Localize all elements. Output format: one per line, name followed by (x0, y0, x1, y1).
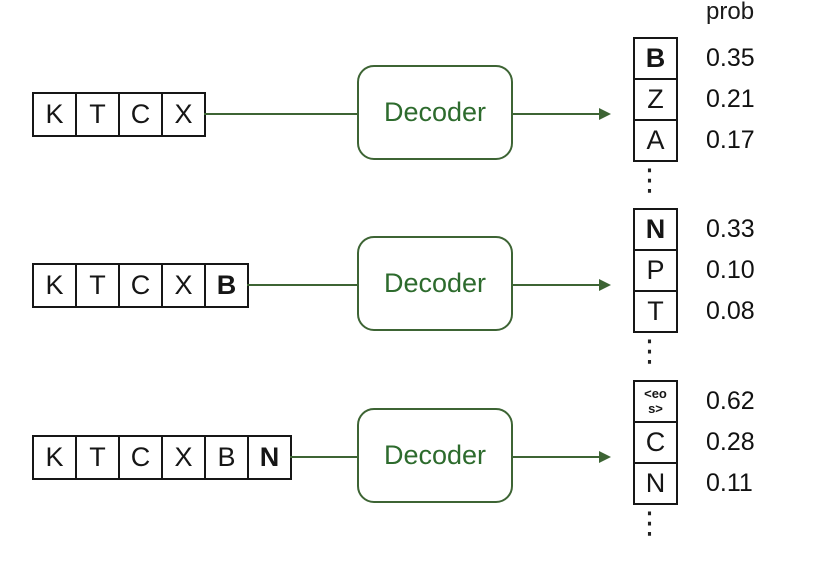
input-token-sequence: K T C X (32, 92, 206, 137)
output-token-cell: C (633, 421, 678, 464)
prob-value: 0.35 (706, 44, 755, 72)
prob-values: 0.62 0.28 0.11 (706, 380, 755, 505)
input-token-cell: K (32, 263, 77, 308)
decode-step-row-3: K T C X B N Decoder <eos> C N ⋮ 0.62 0.2… (0, 380, 822, 552)
input-token-cell: C (118, 263, 163, 308)
output-token-cell-eos: <eos> (633, 380, 678, 423)
input-token-cell: B (204, 263, 249, 308)
input-token-cell: C (118, 92, 163, 137)
output-token-cell: N (633, 462, 678, 505)
connector-line (247, 284, 357, 286)
decoder-box: Decoder (357, 65, 513, 160)
prob-value: 0.08 (706, 297, 755, 325)
input-token-cell: T (75, 92, 120, 137)
output-token-column: <eos> C N (633, 380, 678, 505)
prob-values: 0.33 0.10 0.08 (706, 208, 755, 333)
decoder-label: Decoder (383, 268, 487, 298)
prob-values: 0.35 0.21 0.17 (706, 37, 755, 162)
vertical-ellipsis: ⋮ (634, 334, 665, 369)
input-token-sequence: K T C X B (32, 263, 249, 308)
decoder-label: Decoder (383, 440, 487, 470)
prob-column-header: prob (706, 0, 755, 25)
output-token-column: N P T (633, 208, 678, 333)
input-token-cell: X (161, 263, 206, 308)
output-token-cell: A (633, 119, 678, 162)
input-token-cell: T (75, 435, 120, 480)
connector-line (290, 456, 357, 458)
decode-step-row-1: K T C X Decoder B Z A ⋮ 0.35 0.21 0.17 (0, 37, 822, 209)
output-token-cell: N (633, 208, 678, 251)
output-token-cell: B (633, 37, 678, 80)
connector-line (204, 113, 357, 115)
decoder-box: Decoder (357, 236, 513, 331)
prob-value: 0.28 (706, 428, 755, 456)
input-token-cell: T (75, 263, 120, 308)
input-token-cell: K (32, 92, 77, 137)
prob-value: 0.11 (706, 469, 753, 497)
input-token-cell: C (118, 435, 163, 480)
prob-value: 0.21 (706, 85, 755, 113)
output-token-cell: P (633, 249, 678, 292)
input-token-cell: K (32, 435, 77, 480)
prob-value: 0.62 (706, 387, 755, 415)
prob-value: 0.17 (706, 126, 755, 154)
vertical-ellipsis: ⋮ (634, 163, 665, 198)
vertical-ellipsis: ⋮ (634, 506, 665, 541)
decoder-box: Decoder (357, 408, 513, 503)
arrow-right-icon (513, 107, 611, 121)
input-token-cell: N (247, 435, 292, 480)
arrow-right-icon (513, 278, 611, 292)
output-token-column: B Z A (633, 37, 678, 162)
decoder-label: Decoder (383, 97, 487, 127)
input-token-cell: X (161, 435, 206, 480)
input-token-sequence: K T C X B N (32, 435, 292, 480)
output-token-cell: T (633, 290, 678, 333)
decode-step-row-2: K T C X B Decoder N P T ⋮ 0.33 0.10 0.08 (0, 208, 822, 380)
prob-value: 0.10 (706, 256, 755, 284)
input-token-cell: X (161, 92, 206, 137)
output-token-cell: Z (633, 78, 678, 121)
prob-value: 0.33 (706, 215, 755, 243)
arrow-right-icon (513, 450, 611, 464)
input-token-cell: B (204, 435, 249, 480)
